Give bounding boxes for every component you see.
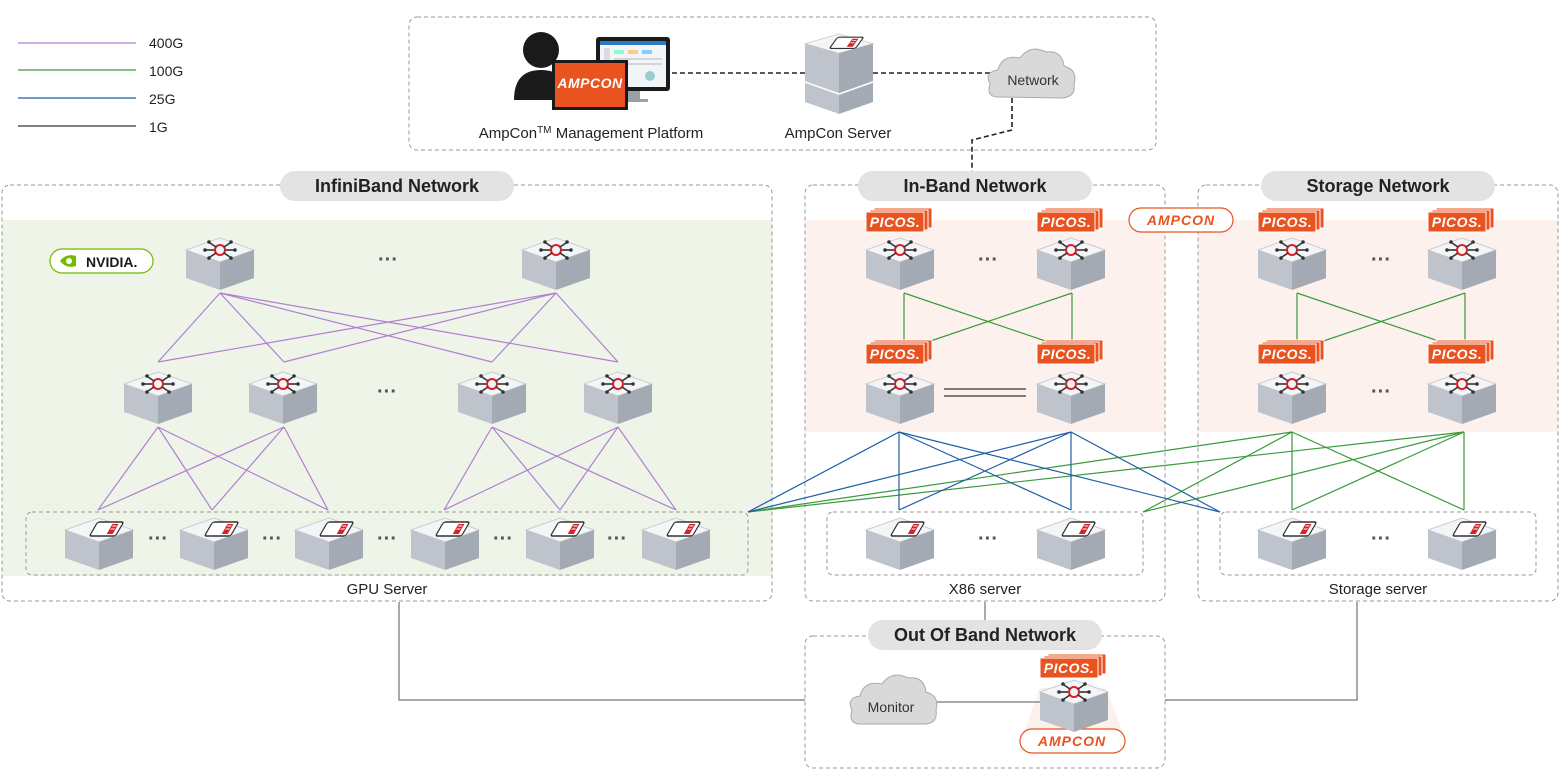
monitor-cloud-icon: Monitor (849, 674, 938, 725)
svg-text:PICOS.: PICOS. (1044, 660, 1094, 676)
legend: 400G 100G 25G 1G (18, 35, 183, 135)
legend-label-400g: 400G (149, 35, 183, 51)
storage-server-group (1219, 511, 1537, 576)
svg-text:···: ··· (493, 528, 513, 550)
links-400g (97, 292, 677, 511)
svg-text:Out Of Band Network: Out Of Band Network (894, 625, 1077, 645)
svg-text:PICOS.: PICOS. (870, 214, 920, 230)
link-network-inband (971, 98, 1013, 183)
gpu-server-ellipses: ··· ··· ··· ··· ··· (148, 528, 627, 550)
svg-text:PICOS.: PICOS. (1432, 346, 1482, 362)
network-cloud-label: Network (1007, 72, 1059, 88)
oob-title: Out Of Band Network (868, 620, 1102, 650)
x86-server-label: X86 server (949, 581, 1022, 598)
svg-text:···: ··· (607, 528, 627, 550)
x86-server-ellipsis: ··· (978, 528, 998, 550)
svg-text:PICOS.: PICOS. (1041, 346, 1091, 362)
svg-text:NVIDIA.: NVIDIA. (86, 254, 137, 270)
infiniband-title: InfiniBand Network (280, 171, 514, 201)
monitor-cloud-label: Monitor (868, 699, 915, 715)
svg-text:PICOS.: PICOS. (1262, 214, 1312, 230)
link-storage-oob (1165, 602, 1358, 701)
link-gpu-oob (398, 602, 805, 701)
svg-text:PICOS.: PICOS. (1262, 346, 1312, 362)
mlag-link (944, 388, 1026, 397)
storage-server-2 (1427, 517, 1497, 571)
svg-text:···: ··· (148, 528, 168, 550)
svg-text:InfiniBand Network: InfiniBand Network (315, 176, 480, 196)
svg-text:PICOS.: PICOS. (1432, 214, 1482, 230)
infiniband-box (1, 184, 773, 602)
network-cloud-icon: Network (987, 48, 1076, 99)
svg-text:In-Band Network: In-Band Network (903, 176, 1047, 196)
inband-title: In-Band Network (858, 171, 1092, 201)
nvidia-logo: NVIDIA. (49, 248, 154, 274)
management-platform-label: AmpConTM Management Platform (479, 125, 704, 142)
x86-server-group (826, 511, 1144, 576)
ampcon-server-label: AmpCon Server (785, 125, 892, 142)
management-platform-icon: AMPCON (514, 32, 670, 110)
gpu-server-group (25, 511, 749, 576)
svg-text:PICOS.: PICOS. (1041, 214, 1091, 230)
svg-text:AMPCON: AMPCON (1037, 733, 1106, 749)
storage-title: Storage Network (1261, 171, 1495, 201)
ib-spine-ellipsis: ··· (378, 249, 398, 271)
screen-brand-text: AMPCON (556, 75, 623, 91)
links-25g (747, 431, 1221, 513)
legend-label-25g: 25G (149, 91, 175, 107)
storage-spine-ellipsis: ··· (1371, 249, 1391, 271)
ampcon-server-icon (804, 33, 874, 114)
svg-text:PICOS.: PICOS. (870, 346, 920, 362)
legend-label-100g: 100G (149, 63, 183, 79)
svg-text:AMPCON: AMPCON (1146, 212, 1215, 228)
storage-leaf-ellipsis: ··· (1371, 381, 1391, 403)
x86-server-1 (865, 517, 935, 571)
ampcon-badge-oob: AMPCON (1019, 728, 1126, 754)
svg-text:···: ··· (377, 528, 397, 550)
storage-server-ellipsis: ··· (1371, 528, 1391, 550)
ib-leaf-ellipsis: ··· (377, 381, 397, 403)
svg-text:Storage Network: Storage Network (1306, 176, 1450, 196)
storage-server-label: Storage server (1329, 581, 1427, 598)
management-box (408, 16, 1157, 151)
x86-server-2 (1036, 517, 1106, 571)
storage-server-1 (1257, 517, 1327, 571)
legend-label-1g: 1G (149, 119, 168, 135)
inband-spine-ellipsis: ··· (978, 249, 998, 271)
ampcon-badge-inband: AMPCON (1128, 207, 1234, 233)
svg-text:···: ··· (262, 528, 282, 550)
gpu-server-label: GPU Server (347, 581, 428, 598)
